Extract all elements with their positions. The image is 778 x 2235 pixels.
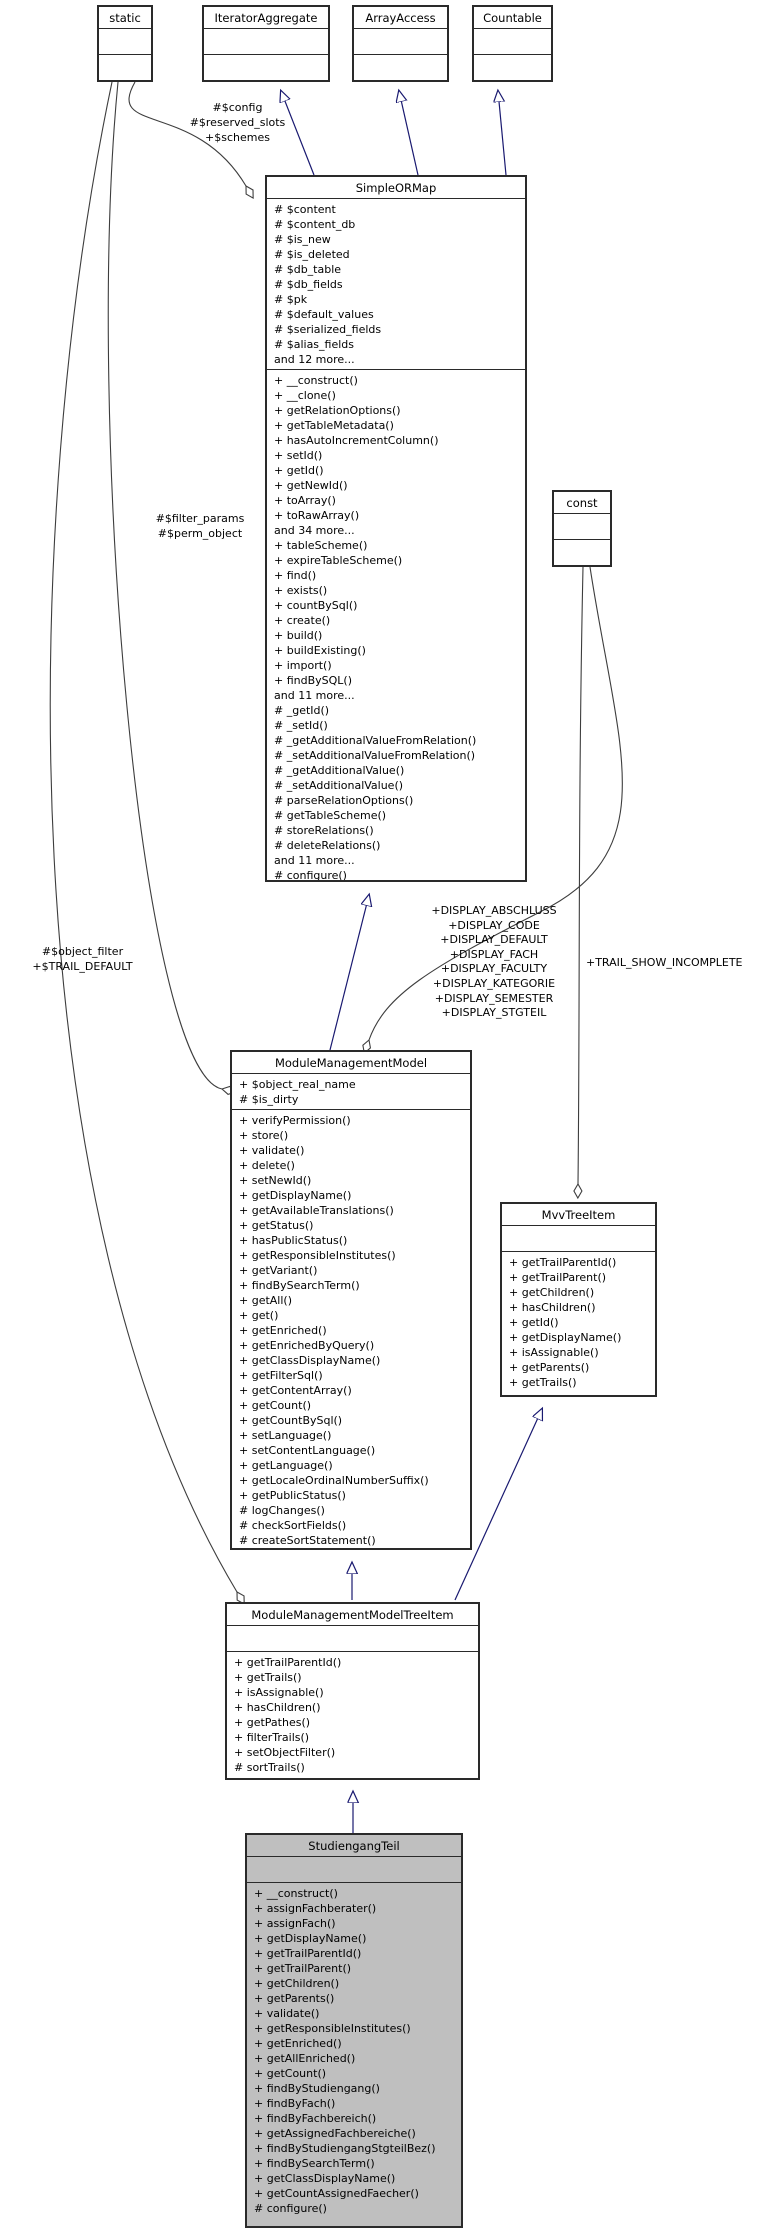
class-node-static[interactable]: static — [97, 5, 153, 82]
class-node-iteratoraggregate[interactable]: IteratorAggregate — [202, 5, 330, 82]
class-methods: + __construct() + assignFachberater() + … — [254, 1887, 436, 2215]
empty-attributes-compartment — [99, 29, 151, 55]
empty-methods-compartment — [474, 55, 551, 80]
class-title: StudiengangTeil — [247, 1835, 461, 1857]
edge-label-config-reserved-slots-schemes: #$config #$reserved_slots +$schemes — [189, 101, 286, 144]
member-edge-const-modulemanagementmodel — [362, 566, 623, 1055]
class-methods: + verifyPermission() + store() + validat… — [239, 1114, 429, 1547]
empty-attributes-compartment — [502, 1226, 655, 1252]
empty-attributes-compartment — [354, 29, 447, 55]
empty-methods-compartment — [99, 55, 151, 80]
class-node-modulemanagementmodel[interactable]: ModuleManagementModel + $object_real_nam… — [230, 1050, 472, 1550]
class-title: ArrayAccess — [354, 7, 447, 29]
class-title: const — [554, 492, 610, 514]
class-node-arrayaccess[interactable]: ArrayAccess — [352, 5, 449, 82]
class-node-studiengangteil[interactable]: StudiengangTeil + __construct() + assign… — [245, 1833, 463, 2228]
class-attributes: # $content # $content_db # $is_new # $is… — [267, 199, 525, 370]
edge-label-object-filter-trail-default: #$object_filter +$TRAIL_DEFAULT — [32, 945, 133, 973]
class-node-simpleormap[interactable]: SimpleORMap # $content # $content_db # $… — [265, 175, 527, 882]
empty-attributes-compartment — [247, 1857, 461, 1883]
empty-attributes-compartment — [554, 514, 610, 540]
class-node-const[interactable]: const — [552, 490, 612, 567]
empty-attributes-compartment — [227, 1626, 478, 1652]
class-title: MvvTreeItem — [502, 1204, 655, 1226]
class-node-modulemanagementmodeltreeitem[interactable]: ModuleManagementModelTreeItem + getTrail… — [225, 1602, 480, 1780]
edge-label-display-constants: +DISPLAY_ABSCHLUSS +DISPLAY_CODE +DISPLA… — [431, 904, 557, 1020]
class-title: SimpleORMap — [267, 177, 525, 199]
member-edge-static-simpleormap — [128, 81, 254, 199]
empty-methods-compartment — [554, 540, 610, 565]
edge-label-trail-show-incomplete: +TRAIL_SHOW_INCOMPLETE — [586, 956, 743, 969]
member-edge-static-modulemanagementmodel — [107, 81, 237, 1096]
inheritance-edge-simpleormap-iteratoraggregate — [281, 91, 315, 176]
edge-label-filter-params-perm-object: #$filter_params #$perm_object — [155, 512, 245, 540]
class-attributes: + $object_real_name # $is_dirty — [232, 1074, 470, 1110]
empty-methods-compartment — [354, 55, 447, 80]
inheritance-edge-simpleormap-arrayaccess — [399, 91, 419, 176]
class-title: ModuleManagementModelTreeItem — [227, 1604, 478, 1626]
class-title: static — [99, 7, 151, 29]
empty-attributes-compartment — [204, 29, 328, 55]
class-node-countable[interactable]: Countable — [472, 5, 553, 82]
class-methods: + getTrailParentId() + getTrails() + isA… — [234, 1656, 342, 1774]
inheritance-edge-modulemanagementmodel-simpleormap — [329, 895, 369, 1051]
class-node-mvvtreeitem[interactable]: MvvTreeItem + getTrailParentId() + getTr… — [500, 1202, 657, 1397]
class-title: Countable — [474, 7, 551, 29]
inheritance-edge-treeitem-mvvtreeitem — [454, 1409, 542, 1601]
empty-attributes-compartment — [474, 29, 551, 55]
class-title: ModuleManagementModel — [232, 1052, 470, 1074]
empty-methods-compartment — [204, 55, 328, 80]
class-methods: + getTrailParentId() + getTrailParent() … — [509, 1256, 622, 1389]
class-title: IteratorAggregate — [204, 7, 328, 29]
member-edge-static-treeitem — [49, 81, 245, 1605]
member-edge-const-mvvtreeitem — [573, 566, 584, 1200]
class-methods: + __construct() + __clone() + getRelatio… — [274, 374, 477, 880]
inheritance-edge-simpleormap-countable — [498, 91, 507, 176]
